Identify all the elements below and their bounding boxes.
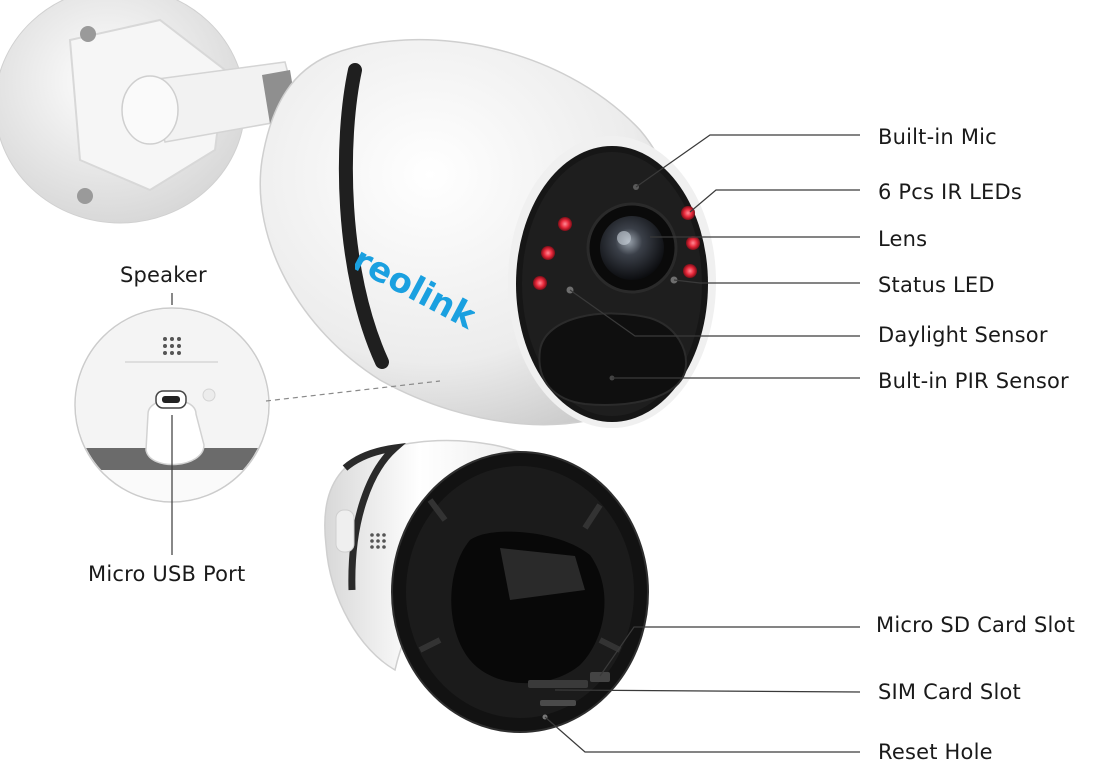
leader-sim-slot	[554, 689, 861, 693]
ir-led-icon	[683, 264, 697, 278]
leader-built-in-mic	[635, 134, 860, 188]
ir-led-icon	[681, 206, 695, 220]
speaker-grille-icon	[370, 533, 386, 549]
callout-ir-leds: 6 Pcs IR LEDs	[878, 180, 1023, 204]
camera-body	[259, 39, 716, 428]
leader-reset-hole	[544, 716, 860, 753]
svg-text:reolink: reolink	[355, 240, 475, 338]
pir-sensor-dome	[538, 312, 687, 406]
wall-mount	[0, 0, 301, 224]
sim-slot-icon	[528, 680, 588, 688]
screw-icon	[80, 26, 96, 42]
sd-slot-icon	[590, 672, 610, 682]
callout-micro-sd-slot: Micro SD Card Slot	[876, 613, 1076, 637]
lens-icon	[600, 216, 664, 280]
battery-module	[324, 439, 649, 733]
leader-ir-leds	[689, 189, 860, 213]
ir-led-icon	[686, 236, 700, 250]
callout-sim-slot: SIM Card Slot	[878, 680, 1021, 704]
callout-micro-usb-port: Micro USB Port	[88, 562, 246, 586]
screw-icon	[77, 188, 93, 204]
callout-daylight-sensor: Daylight Sensor	[878, 323, 1048, 347]
ir-led-array	[533, 206, 700, 290]
leader-lines	[171, 134, 861, 753]
ir-led-icon	[558, 217, 572, 231]
leader-daylight-sensor	[569, 289, 860, 337]
speaker-grille-icon	[163, 337, 181, 355]
callout-lens: Lens	[878, 227, 928, 251]
ir-led-icon	[533, 276, 547, 290]
callout-pir-sensor: Bult-in PIR Sensor	[878, 369, 1069, 393]
ir-led-icon	[541, 246, 555, 260]
leader-status-led	[673, 279, 860, 284]
leader-micro-sd	[599, 626, 860, 677]
callout-built-in-mic: Built-in Mic	[878, 125, 997, 149]
callout-status-led: Status LED	[878, 273, 995, 297]
callout-speaker: Speaker	[120, 263, 207, 287]
callout-reset-hole: Reset Hole	[878, 740, 993, 764]
usb-port-icon	[155, 390, 187, 409]
reolink-logo: reolink	[355, 240, 475, 338]
